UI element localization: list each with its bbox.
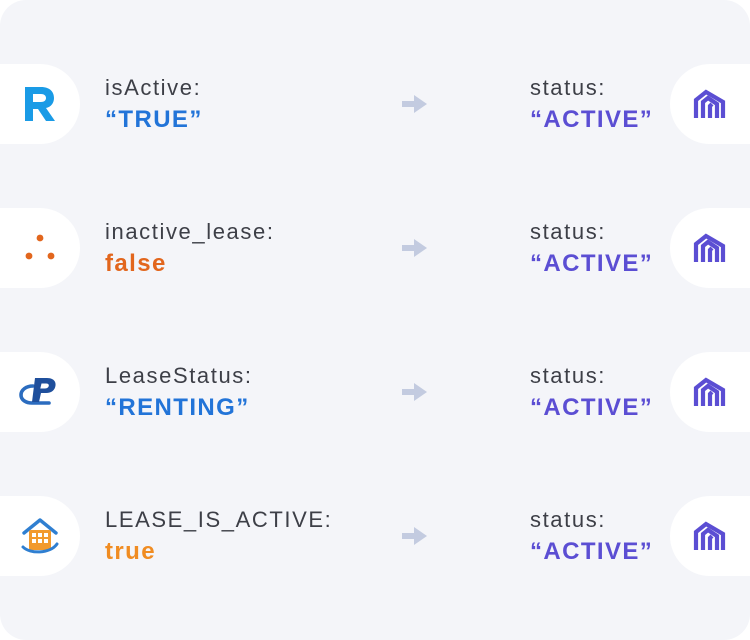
target-field: status: “ACTIVE”: [530, 219, 653, 279]
source-badge: [0, 208, 80, 288]
source-badge: [0, 496, 80, 576]
source-value: “TRUE”: [105, 106, 203, 133]
arrow-right-icon: [402, 239, 427, 257]
source-field: LEASE_IS_ACTIVE: true: [105, 507, 332, 567]
source-value: false: [105, 250, 167, 277]
target-field: status: “ACTIVE”: [530, 75, 653, 135]
mapping-row: inactive_lease: false status: “ACTIVE”: [0, 208, 750, 288]
p-cloud-logo-icon: [19, 378, 56, 405]
three-dots-logo-icon: [25, 234, 55, 260]
target-platform-logo-icon: [693, 521, 726, 550]
house-logo-icon: [21, 518, 59, 554]
target-value: “ACTIVE”: [530, 250, 654, 277]
target-value: “ACTIVE”: [530, 394, 654, 421]
source-badge: [0, 352, 80, 432]
arrow-right-icon: [402, 383, 427, 401]
target-platform-logo-icon: [693, 89, 726, 118]
source-field: inactive_lease: false: [105, 219, 275, 279]
target-badge: [670, 496, 750, 576]
source-key: LEASE_IS_ACTIVE:: [105, 507, 333, 532]
target-badge: [670, 208, 750, 288]
source-value: true: [105, 538, 156, 565]
mapping-row: isActive: “TRUE” status: “ACTIVE”: [0, 64, 750, 144]
source-badge: [0, 64, 80, 144]
target-key: status:: [530, 363, 607, 388]
source-field: isActive: “TRUE”: [105, 75, 203, 135]
target-badge: [670, 64, 750, 144]
r-logo-icon: [25, 87, 55, 121]
arrow-right-icon: [402, 527, 427, 545]
target-value: “ACTIVE”: [530, 106, 654, 133]
arrow-right-icon: [402, 95, 427, 113]
source-key: inactive_lease:: [105, 219, 275, 244]
mapping-row: LeaseStatus: “RENTING” status: “ACTIVE”: [0, 352, 750, 432]
source-key: LeaseStatus:: [105, 363, 253, 388]
target-field: status: “ACTIVE”: [530, 363, 653, 423]
target-value: “ACTIVE”: [530, 538, 654, 565]
mapping-row: LEASE_IS_ACTIVE: true status: “ACTIVE”: [0, 496, 750, 576]
source-field: LeaseStatus: “RENTING”: [105, 363, 253, 423]
target-platform-logo-icon: [693, 233, 726, 262]
target-platform-logo-icon: [693, 377, 726, 406]
target-key: status:: [530, 75, 607, 100]
target-key: status:: [530, 507, 607, 532]
target-key: status:: [530, 219, 607, 244]
source-key: isActive:: [105, 75, 202, 100]
target-badge: [670, 352, 750, 432]
target-field: status: “ACTIVE”: [530, 507, 653, 567]
source-value: “RENTING”: [105, 394, 250, 421]
